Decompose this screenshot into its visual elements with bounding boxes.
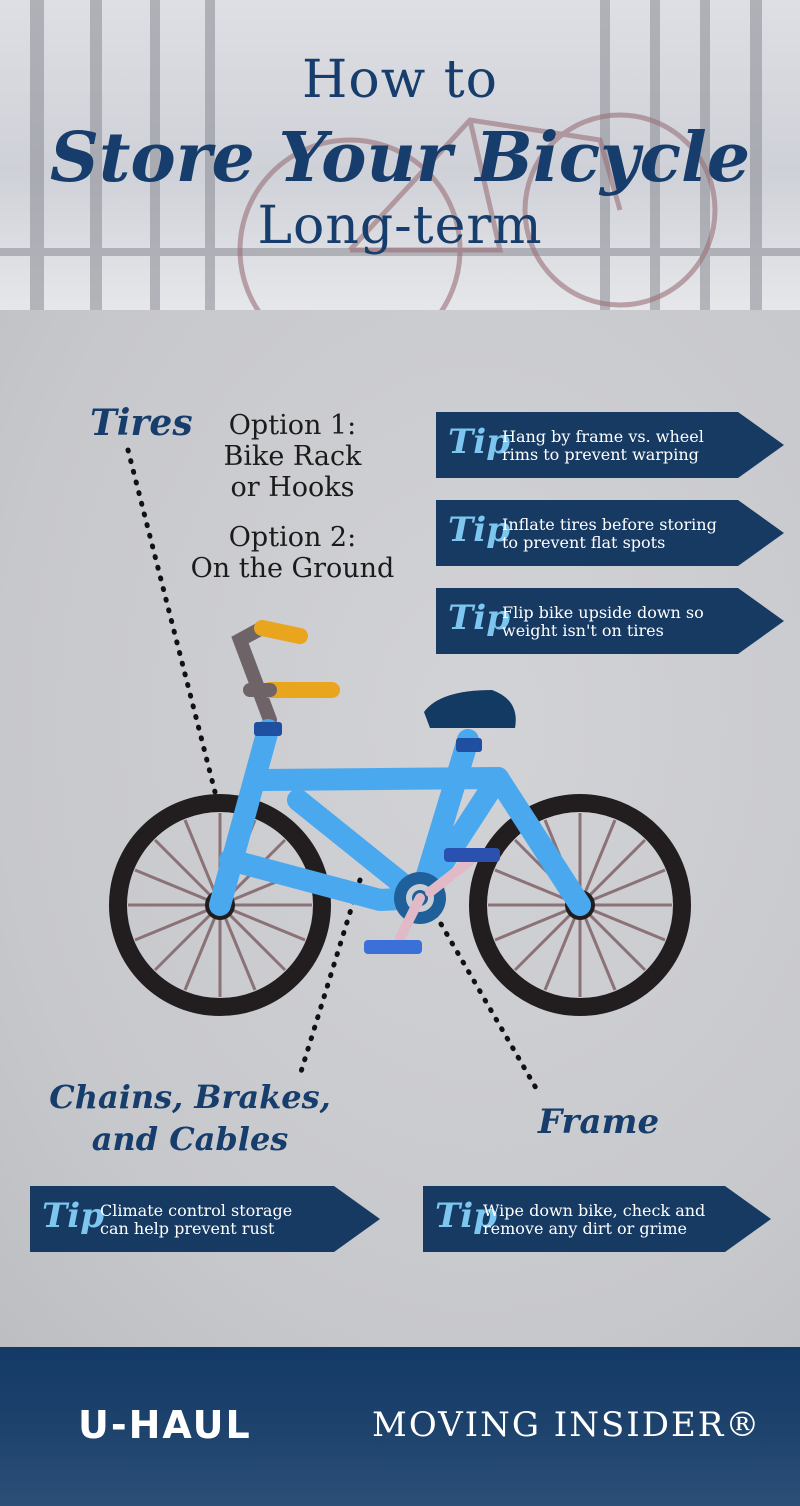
tip-card-flip-bike: Tip Flip bike upside down so weight isn'…	[436, 588, 784, 654]
option-2-text: On the Ground	[190, 553, 395, 584]
frame-collars	[254, 722, 482, 752]
tip-text: Flip bike upside down so weight isn't on…	[502, 604, 734, 640]
option-1-label: Option 1: Bike Rack or Hooks	[180, 410, 405, 503]
title-long-term: Long-term	[257, 196, 543, 256]
option-1-text-line2: or Hooks	[230, 472, 355, 503]
tip-text-line: to prevent flat spots	[502, 533, 666, 552]
tip-text-line: rims to prevent warping	[502, 445, 699, 464]
tip-text: Inflate tires before storing to prevent …	[502, 516, 734, 552]
bike-frame	[209, 719, 591, 916]
uhaul-logo: U-HAUL	[78, 1403, 252, 1447]
chainring	[394, 848, 485, 943]
chains-brakes-cables-label: Chains, Brakes, and Cables	[30, 1076, 350, 1160]
pedal-front	[364, 940, 422, 954]
tip-text: Wipe down bike, check and remove any dir…	[483, 1202, 721, 1238]
fence-background	[0, 0, 800, 310]
tip-word: Tip	[448, 422, 510, 462]
tip-text-line: Flip bike upside down so	[502, 603, 704, 622]
title-how-to: How to	[302, 50, 498, 110]
tip-text-line: Wipe down bike, check and	[483, 1201, 706, 1220]
frame-label: Frame	[538, 1102, 660, 1142]
chains-label-line1: Chains, Brakes,	[49, 1078, 331, 1116]
infographic-body	[0, 310, 800, 1347]
bicycle-illustration	[109, 447, 691, 1098]
bike-seat	[424, 690, 516, 728]
tip-text-line: weight isn't on tires	[502, 621, 664, 640]
tip-text-line: can help prevent rust	[100, 1219, 275, 1238]
tip-text-line: Climate control storage	[100, 1201, 293, 1220]
option-2-heading: Option 2:	[228, 522, 357, 553]
chains-label-line2: and Cables	[91, 1120, 289, 1158]
option-1-text-line1: Bike Rack	[223, 441, 362, 472]
tires-label: Tires	[90, 402, 193, 444]
chains-pointer-line	[297, 877, 363, 1078]
title-store-your-bicycle: Store Your Bicycle	[49, 118, 751, 198]
tip-word: Tip	[448, 510, 510, 550]
tip-card-hang-by-frame: Tip Hang by frame vs. wheel rims to prev…	[436, 412, 784, 478]
tip-word: Tip	[448, 598, 510, 638]
tip-text: Climate control storage can help prevent…	[100, 1202, 330, 1238]
tip-text-line: Hang by frame vs. wheel	[502, 427, 704, 446]
pedal-back	[444, 848, 500, 862]
tip-text: Hang by frame vs. wheel rims to prevent …	[502, 428, 734, 464]
tires-pointer-line	[125, 447, 218, 795]
tip-card-inflate-tires: Tip Inflate tires before storing to prev…	[436, 500, 784, 566]
frame-pointer-line	[427, 902, 543, 1098]
handlebar	[231, 620, 340, 727]
header-banner: How to Store Your Bicycle Long-term	[0, 0, 800, 310]
tip-text-line: Inflate tires before storing	[502, 515, 717, 534]
footer-bar: U-HAUL MOVING INSIDER®	[0, 1347, 800, 1506]
tip-text-line: remove any dirt or grime	[483, 1219, 688, 1238]
tip-card-climate-control: Tip Climate control storage can help pre…	[30, 1186, 380, 1252]
option-1-heading: Option 1:	[228, 410, 357, 441]
tip-card-wipe-down: Tip Wipe down bike, check and remove any…	[423, 1186, 771, 1252]
tip-word: Tip	[42, 1196, 104, 1236]
option-2-label: Option 2: On the Ground	[170, 522, 415, 584]
moving-insider-logo: MOVING INSIDER®	[372, 1405, 762, 1445]
tip-word: Tip	[435, 1196, 497, 1236]
